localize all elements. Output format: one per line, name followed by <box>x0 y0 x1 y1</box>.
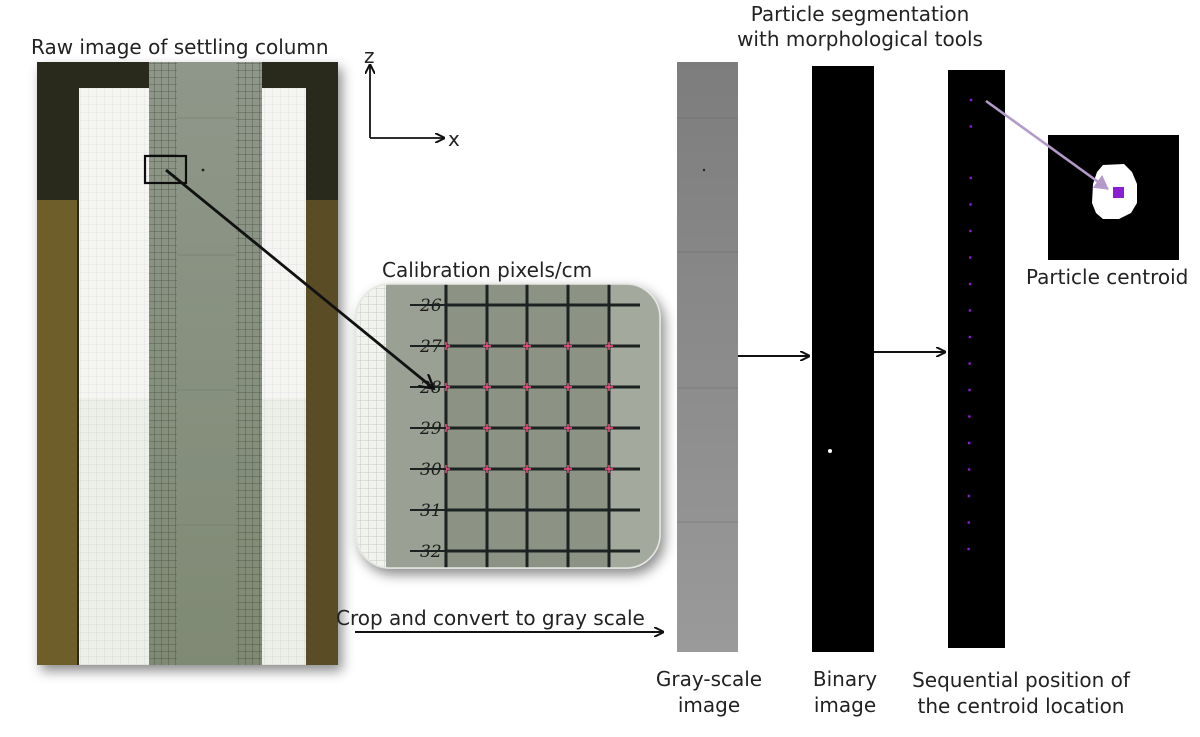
calibration-cross <box>483 383 491 391</box>
segmentation-label-line1: Particle segmentation <box>750 2 970 26</box>
calibration-cross <box>564 424 572 432</box>
centroid-position <box>968 335 971 339</box>
calibration-cross <box>523 383 531 391</box>
centroid-position <box>969 203 972 206</box>
centroid-position <box>967 547 970 551</box>
crop-convert-label: Crop and convert to gray scale <box>336 606 645 630</box>
centroid-position <box>969 176 972 180</box>
centroid-position <box>969 125 973 128</box>
sequence-strip <box>948 70 1005 648</box>
centroid-position <box>968 309 972 312</box>
calibration-cross <box>483 465 491 473</box>
sequential-label-line2: the centroid location <box>917 694 1125 718</box>
centroid-position <box>968 441 971 445</box>
calibration-label: Calibration pixels/cm <box>382 258 593 282</box>
calibration-cross <box>483 342 491 350</box>
calibration-inset: 26272829303132 <box>355 283 661 569</box>
calibration-cross <box>564 342 572 350</box>
centroid-position <box>968 388 971 392</box>
centroid-position <box>969 256 972 259</box>
centroid-position <box>967 468 971 471</box>
binary-strip <box>812 66 874 652</box>
raw-image-label: Raw image of settling column <box>31 35 329 59</box>
zoom-arrow <box>165 168 433 388</box>
x-axis-label: x <box>448 127 460 151</box>
calibration-cross <box>564 465 572 473</box>
centroid-position <box>967 494 971 498</box>
calibration-cross <box>605 424 613 432</box>
binary-label-line1: Binary <box>812 667 878 691</box>
sequential-label-line1: Sequential position of <box>912 668 1130 692</box>
axes-indicator <box>370 66 443 138</box>
centroid-marker <box>1113 187 1124 198</box>
centroid-position <box>968 282 972 286</box>
calibration-cross <box>605 342 613 350</box>
z-axis-label: z <box>364 44 375 68</box>
grayscale-label-line1: Gray-scale <box>655 667 763 691</box>
centroid-position <box>969 98 973 102</box>
particle-centroid-zoom <box>1048 135 1179 260</box>
calibration-cross <box>523 465 531 473</box>
calibration-cross <box>564 383 572 391</box>
grayscale-label-line2: image <box>677 693 741 717</box>
calibration-cross <box>483 424 491 432</box>
segmentation-label-line2: with morphological tools <box>737 27 983 51</box>
raw-column-photo <box>37 62 338 665</box>
calibration-cross <box>523 424 531 432</box>
centroid-position <box>968 415 971 418</box>
centroid-position <box>967 521 970 524</box>
particle-centroid-label: Particle centroid <box>1026 265 1189 289</box>
calibration-cross <box>605 465 613 473</box>
centroid-position <box>968 362 971 365</box>
binary-label-line2: image <box>813 693 877 717</box>
centroid-arrow <box>985 99 1109 191</box>
grayscale-strip <box>677 62 738 652</box>
calibration-cross <box>523 342 531 350</box>
centroid-position <box>969 229 972 233</box>
calibration-cross <box>605 383 613 391</box>
